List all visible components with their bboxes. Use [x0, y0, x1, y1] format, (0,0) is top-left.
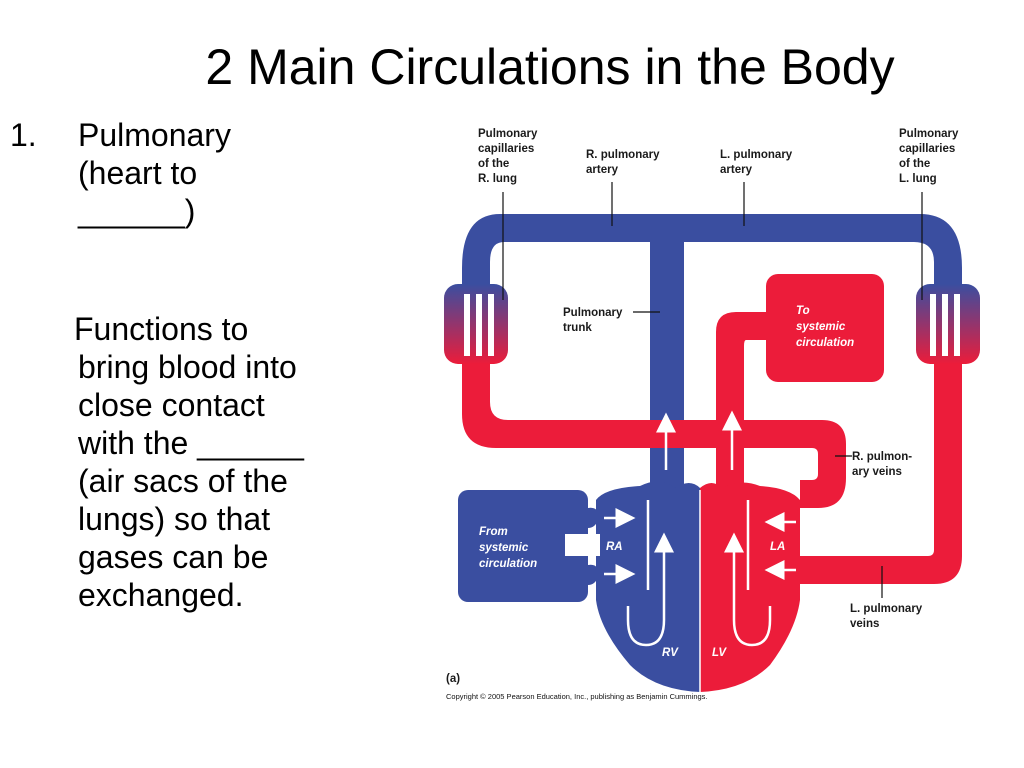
- paragraph-line: exchanged.: [78, 577, 244, 613]
- list-number: 1.: [10, 117, 37, 153]
- paragraph-line: with the ______: [78, 425, 304, 461]
- paragraph-line: Functions to: [74, 311, 249, 347]
- label-from-systemic: From systemic circulation: [479, 526, 537, 570]
- copyright-text: Copyright © 2005 Pearson Education, Inc.…: [446, 692, 708, 701]
- label-r-veins: R. pulmon- ary veins: [852, 451, 915, 478]
- paragraph-line: bring blood into: [78, 349, 297, 385]
- deoxygenated-vessels: [458, 214, 962, 692]
- label-l-artery: L. pulmonary artery: [720, 149, 795, 176]
- label-trunk: Pulmonary trunk: [563, 307, 626, 334]
- leader-lines: [502, 182, 923, 598]
- connector-gap: [565, 534, 600, 556]
- label-la: LA: [770, 541, 785, 553]
- label-cap-r: Pulmonary capillaries of the R. lung: [478, 128, 541, 185]
- item-line: ______): [78, 193, 196, 229]
- oxygenated-vessels: [462, 274, 962, 692]
- function-paragraph: Functions to bring blood into close cont…: [74, 310, 408, 614]
- label-rv: RV: [662, 647, 679, 659]
- label-cap-l: Pulmonary capillaries of the L. lung: [899, 128, 962, 185]
- label-ra: RA: [606, 541, 623, 553]
- paragraph-line: lungs) so that: [78, 501, 271, 537]
- capillary-bed-right-lung: [444, 284, 508, 364]
- label-l-veins: L. pulmonary veins: [850, 603, 925, 630]
- panel-label: (a): [446, 673, 460, 685]
- item-line: Pulmonary: [78, 117, 231, 153]
- flow-arrows: [604, 410, 796, 647]
- label-r-artery: R. pulmonary artery: [586, 149, 663, 176]
- label-lv: LV: [712, 647, 727, 659]
- list-item-pulmonary: Pulmonary (heart to ______): [78, 116, 378, 230]
- paragraph-line: (air sacs of the: [78, 463, 288, 499]
- paragraph-line: close contact: [78, 387, 265, 423]
- paragraph-line: gases can be: [78, 539, 269, 575]
- slide-title: 2 Main Circulations in the Body: [205, 39, 895, 95]
- label-to-systemic: To systemic circulation: [796, 305, 854, 349]
- capillary-bed-left-lung: [916, 284, 980, 364]
- item-line: (heart to: [78, 155, 198, 191]
